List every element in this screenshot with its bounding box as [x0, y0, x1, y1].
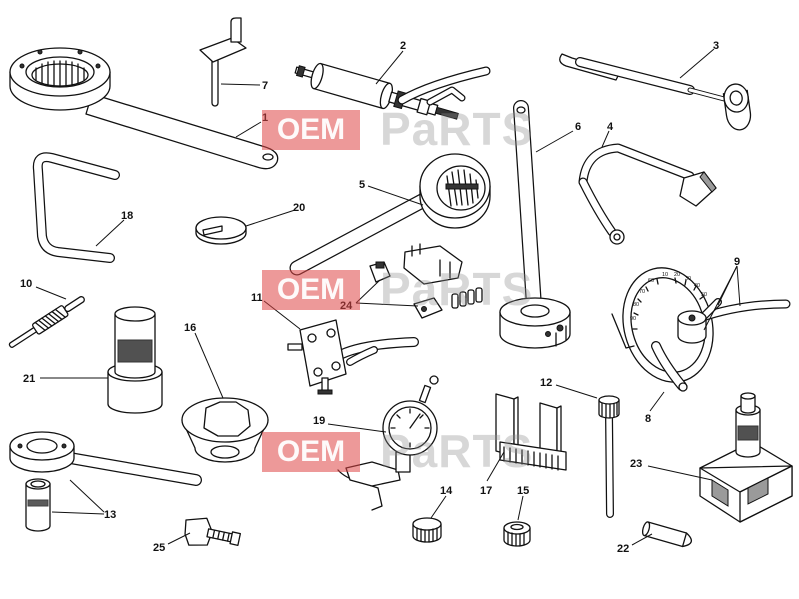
tool-21-stepped-cylinder [107, 306, 163, 414]
tool-18-u-rod [32, 152, 120, 263]
callout-label-24: 24 [340, 300, 353, 312]
tool-2-handle [397, 66, 491, 106]
tool-23-block [699, 392, 793, 523]
tool-13-ring-wrench [9, 431, 202, 532]
callout-label-23: 23 [630, 458, 642, 470]
tool-15-knurled-cap [503, 521, 531, 547]
tool-14-knurled-cap [412, 517, 442, 543]
gauge-scale-label: 90 [630, 316, 636, 322]
callout-label-11: 11 [251, 292, 263, 304]
tool-2-puller [294, 62, 459, 120]
tool-20-slotted-disc [195, 216, 247, 245]
gauge-scale-label: 30 [685, 276, 691, 282]
callout-label-17: 17 [480, 485, 492, 497]
callout-labels: 1 2 3 4 5 6 7 8 9 10 11 12 13 14 15 16 1… [20, 40, 740, 555]
tool-3-slide-rod [559, 53, 752, 131]
tool-17-timing-plates [495, 393, 567, 471]
callout-label-2: 2 [400, 40, 406, 52]
callout-label-16: 16 [184, 322, 196, 334]
tool-10-knurled-pin [8, 296, 85, 348]
gauge-scale-label: 60 [648, 278, 654, 284]
callout-label-10: 10 [20, 278, 32, 290]
tool-16-socket-cup [181, 397, 269, 463]
gauge-scale-label: 50 [701, 292, 707, 298]
callout-label-13: 13 [104, 509, 116, 521]
tool-6-bar-socket [499, 100, 571, 349]
tool-25-bolt-tool [184, 517, 242, 546]
tool-22-small-pin [641, 521, 692, 548]
callout-label-25: 25 [153, 542, 165, 554]
gauge-scale-labels: 10 20 30 40 50 60 70 80 90 [630, 272, 707, 322]
gauge-scale-label: 20 [674, 272, 680, 278]
tool-1-ring-spanner [9, 47, 279, 170]
gauge-scale-label: 40 [694, 283, 700, 289]
callout-label-20: 20 [293, 202, 305, 214]
gauge-scale-label: 10 [662, 272, 668, 278]
tool-24-clamps [369, 243, 483, 319]
tool-19-dial-gauge [337, 375, 439, 511]
callout-label-5: 5 [359, 179, 365, 191]
callout-label-14: 14 [440, 485, 453, 497]
callout-label-21: 21 [23, 373, 35, 385]
tool-12-long-pin [598, 395, 620, 518]
callout-label-6: 6 [575, 121, 581, 133]
callout-label-12: 12 [540, 377, 552, 389]
gauge-scale-label: 80 [633, 302, 639, 308]
leader-lines [35, 48, 741, 546]
tool-5-flywheel-wrench [289, 153, 491, 276]
callout-label-3: 3 [713, 40, 719, 52]
callout-label-8: 8 [645, 413, 651, 425]
callout-label-1: 1 [262, 112, 268, 124]
tool-7-pin [199, 17, 247, 107]
callout-label-15: 15 [517, 485, 529, 497]
callout-label-18: 18 [121, 210, 133, 222]
callout-label-7: 7 [262, 80, 268, 92]
gauge-scale-label: 70 [639, 289, 645, 295]
tool-4-bent-rod [578, 143, 717, 245]
callout-label-22: 22 [617, 543, 629, 555]
tool-11-bracket [287, 319, 419, 395]
callout-label-4: 4 [607, 121, 614, 133]
tool-8-lever [651, 341, 688, 392]
callout-label-19: 19 [313, 415, 325, 427]
callout-label-9: 9 [734, 256, 740, 268]
tool-9-degree-disc [611, 267, 791, 383]
